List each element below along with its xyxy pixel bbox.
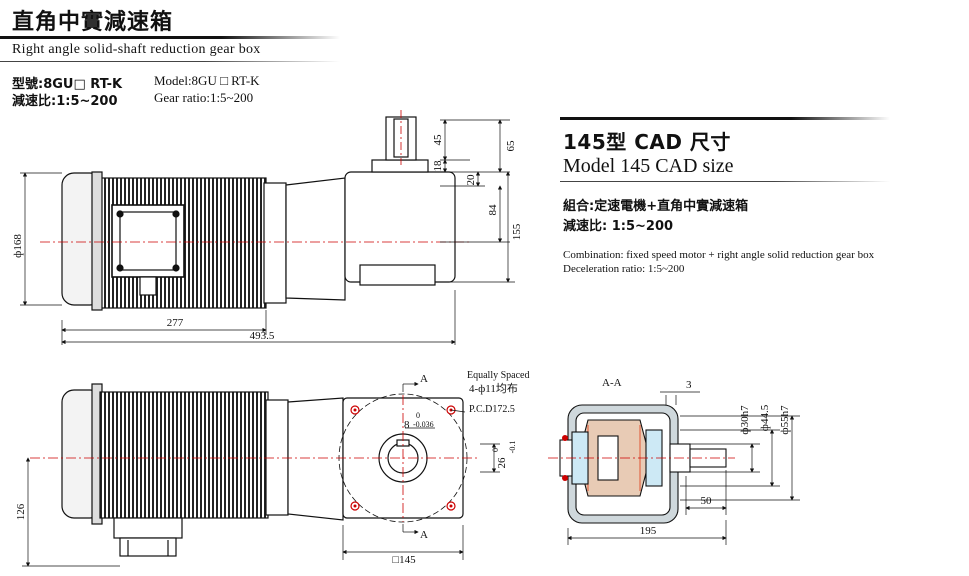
panel-ratio-cn: 減速比: 1:5~200	[563, 219, 674, 234]
dim-key-tol-lo: -0.036	[413, 420, 434, 429]
panel-title: 145型 CAD 尺寸	[563, 130, 731, 154]
section-view	[548, 404, 735, 524]
dim-3: 3	[686, 379, 692, 391]
panel-combo-en: Combination: fixed speed motor + right a…	[563, 249, 875, 261]
plan-view	[30, 383, 480, 557]
panel-ratio-en: Deceleration ratio: 1:5~200	[563, 263, 685, 275]
dim-50: 50	[701, 495, 713, 507]
page-title: 直角中實減速箱	[12, 10, 174, 35]
spec-model-cn: 型號:8GU□ RT-K	[12, 77, 123, 92]
dim-84: 84	[487, 204, 499, 216]
dim-equally-spaced: Equally Spaced	[467, 370, 529, 381]
panel-rule-top	[560, 117, 890, 120]
dim-65: 65	[505, 140, 517, 152]
dim-d168: ф168	[12, 234, 24, 258]
title-rule	[0, 36, 340, 39]
spec-ratio-en: Gear ratio:1:5~200	[154, 90, 254, 105]
dim-18: 18	[432, 160, 444, 172]
section-a-top: A	[420, 373, 428, 385]
panel-rule-bottom	[560, 181, 890, 182]
dim-26-lo: -0.1	[508, 441, 517, 454]
side-view	[40, 110, 470, 311]
dim-277: 277	[167, 317, 184, 329]
spec-ratio-cn: 減速比:1:5~200	[12, 94, 118, 109]
dim-26-hi: 0	[491, 448, 500, 452]
dim-d44-5: ф44.5	[759, 404, 771, 431]
subtitle-rule	[0, 61, 340, 62]
section-a-bottom: A	[420, 529, 428, 541]
dim-195: 195	[640, 525, 657, 537]
dim-key-tol-hi: 0	[416, 411, 420, 420]
dim-d55h7: ф55h7	[779, 405, 791, 435]
dim-126: 126	[15, 503, 27, 520]
panel-subtitle: Model 145 CAD size	[563, 155, 734, 177]
dim-pcd: P.C.D172.5	[469, 404, 515, 415]
spec-model-en: Model:8GU □ RT-K	[154, 73, 260, 88]
dim-key-8: 8	[404, 419, 410, 431]
dim-20: 20	[465, 174, 477, 186]
dim-sq145: □145	[392, 554, 416, 566]
plan-view-dims	[22, 381, 500, 567]
dim-holes: 4-ф11均布	[469, 382, 518, 395]
page-subtitle: Right angle solid-shaft reduction gear b…	[12, 42, 261, 57]
panel-combo-cn: 組合:定速電機+直角中實減速箱	[563, 199, 749, 214]
section-view-dims	[567, 391, 800, 545]
dim-26: 26	[496, 457, 508, 469]
dim-45: 45	[432, 134, 444, 146]
dim-493-5: 493.5	[250, 330, 275, 342]
side-view-dims	[20, 119, 515, 345]
dim-155: 155	[511, 223, 523, 240]
dim-d30h7: ф30h7	[739, 405, 751, 435]
section-label: A-A	[602, 377, 622, 389]
